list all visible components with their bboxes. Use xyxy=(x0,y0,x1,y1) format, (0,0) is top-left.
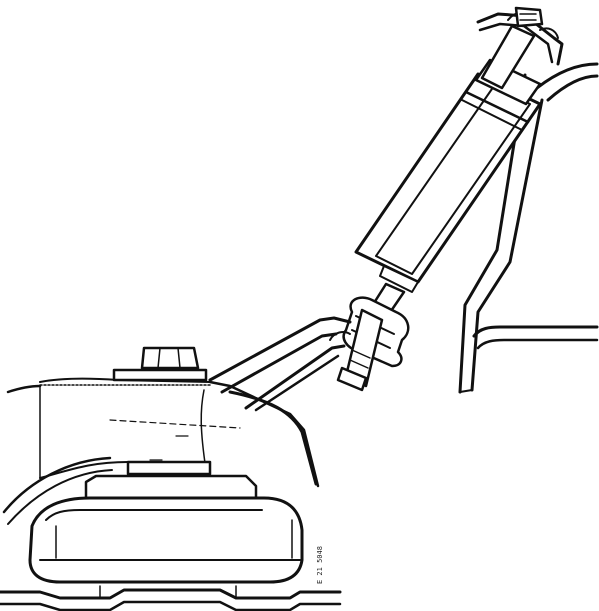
figure-reference-code: E 21 5048 xyxy=(316,546,324,584)
rubber-insulator xyxy=(28,496,304,584)
brake-cable xyxy=(2,456,113,525)
lower-eye-mount xyxy=(329,296,410,392)
lower-mounting-bracket xyxy=(208,316,352,412)
leaf-spring xyxy=(0,585,342,611)
body-panel xyxy=(458,62,599,394)
upper-stud xyxy=(480,6,544,90)
mounting-bolt xyxy=(112,346,208,382)
